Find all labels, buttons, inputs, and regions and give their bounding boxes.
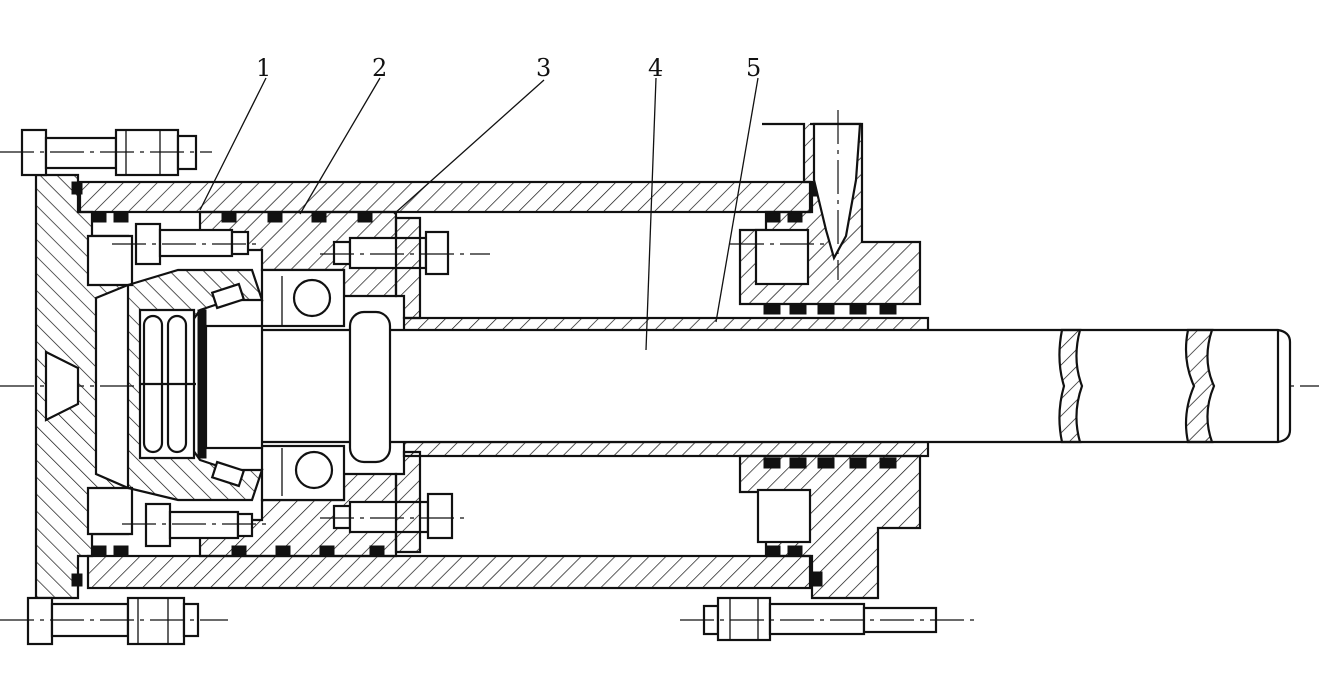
tie-bolt-bottom-right <box>680 596 980 642</box>
callout-1: 1 <box>256 54 271 82</box>
bearing-ball-bottom <box>294 450 334 490</box>
left-end-cap <box>34 173 134 600</box>
piston-front-cover <box>394 216 422 554</box>
bearing-ball-top <box>292 278 332 318</box>
cylinder-barrel <box>78 180 812 590</box>
piston-bolt-bottom-left <box>122 502 272 548</box>
callout-2: 2 <box>372 54 387 82</box>
tie-bolt-top-left <box>0 128 212 177</box>
callout-leaders <box>199 77 759 351</box>
callout-4: 4 <box>648 54 663 82</box>
tie-bolt-bottom-left <box>0 596 228 646</box>
piston-rod <box>204 310 1292 464</box>
callout-3: 3 <box>536 54 551 82</box>
piston-bolt-top-left <box>112 222 262 266</box>
callout-labels: 1 2 3 4 5 <box>256 54 761 82</box>
front-end-cap <box>730 110 922 600</box>
callout-5: 5 <box>746 54 761 82</box>
piston-rear-housing <box>126 268 264 502</box>
